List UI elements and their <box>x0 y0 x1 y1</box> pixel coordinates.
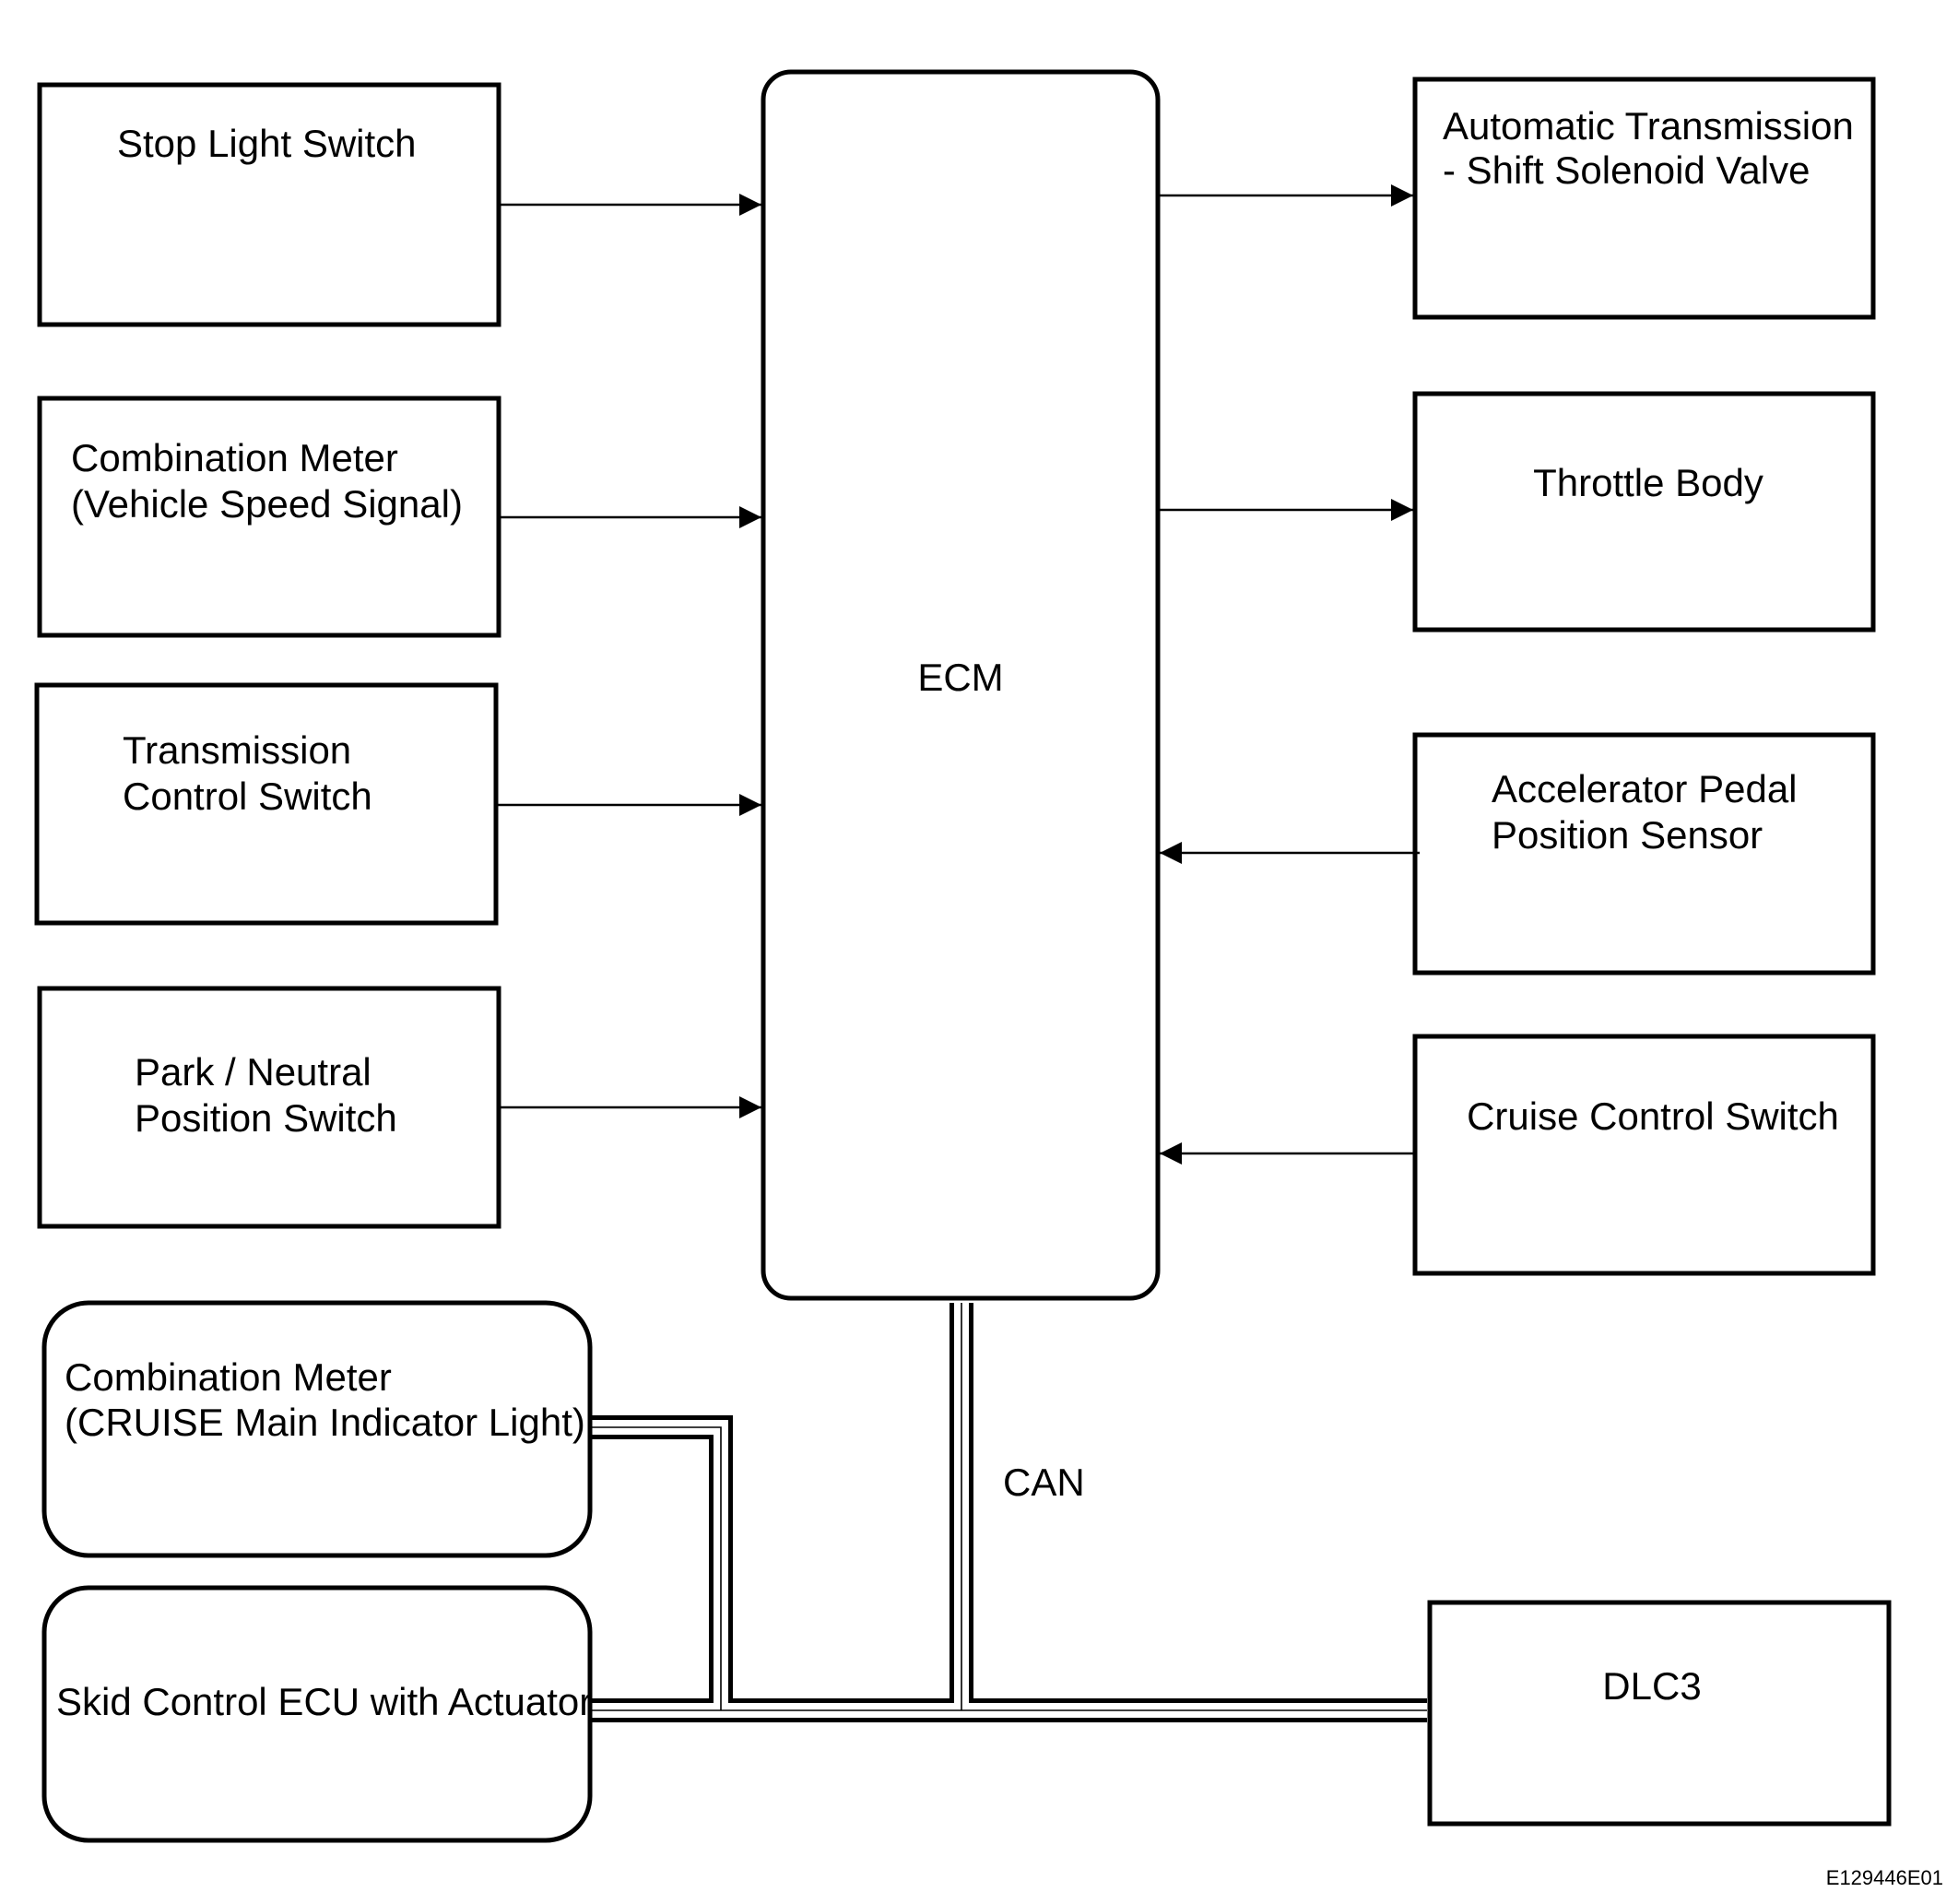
cruise-control-switch-label: Cruise Control Switch <box>1467 1094 1839 1138</box>
cruise-control-switch-block: Cruise Control Switch <box>1412 1034 1876 1276</box>
automatic-transmission-label-1: Automatic Transmission <box>1443 104 1854 148</box>
figure-code: E129446E01 <box>1826 1866 1943 1889</box>
dlc3-label: DLC3 <box>1602 1664 1701 1708</box>
throttle-body-label: Throttle Body <box>1533 461 1763 504</box>
combination-meter-cruise-label-2: (CRUISE Main Indicator Light) <box>65 1401 585 1444</box>
combination-meter-cruise-block: Combination Meter (CRUISE Main Indicator… <box>41 1300 593 1558</box>
stop-light-switch-block: Stop Light Switch <box>37 82 501 327</box>
combination-meter-speed-label-2: (Vehicle Speed Signal) <box>71 482 463 526</box>
transmission-control-switch-label-2: Control Switch <box>123 775 372 818</box>
skid-control-ecu-label: Skid Control ECU with Actuator <box>56 1680 592 1723</box>
automatic-transmission-block: Automatic Transmission - Shift Solenoid … <box>1412 77 1876 320</box>
park-neutral-switch-label-2: Position Switch <box>135 1096 397 1140</box>
can-bus <box>590 1303 1427 1722</box>
park-neutral-switch-label-1: Park / Neutral <box>135 1050 372 1094</box>
ecm-block: ECM <box>761 69 1161 1301</box>
dlc3-block: DLC3 <box>1427 1600 1892 1827</box>
accelerator-pedal-sensor-label-2: Position Sensor <box>1492 813 1763 857</box>
automatic-transmission-label-2: - Shift Solenoid Valve <box>1443 148 1810 192</box>
can-bus-meter-branch <box>590 1415 733 1698</box>
skid-control-ecu-block: Skid Control ECU with Actuator <box>41 1585 593 1843</box>
combination-meter-speed-block: Combination Meter (Vehicle Speed Signal) <box>37 396 501 638</box>
ecm-label: ECM <box>917 656 1003 699</box>
throttle-body-block: Throttle Body <box>1412 391 1876 633</box>
accelerator-pedal-sensor-label-1: Accelerator Pedal <box>1492 767 1798 810</box>
accelerator-pedal-sensor-block: Accelerator Pedal Position Sensor <box>1412 732 1876 976</box>
can-bus-label: CAN <box>1003 1461 1085 1504</box>
park-neutral-switch-block: Park / Neutral Position Switch <box>37 986 501 1229</box>
stop-light-switch-label: Stop Light Switch <box>117 122 417 165</box>
transmission-control-switch-label-1: Transmission <box>123 728 351 772</box>
transmission-control-switch-block: Transmission Control Switch <box>34 682 499 926</box>
combination-meter-speed-label-1: Combination Meter <box>71 436 398 479</box>
combination-meter-cruise-label-1: Combination Meter <box>65 1355 392 1399</box>
